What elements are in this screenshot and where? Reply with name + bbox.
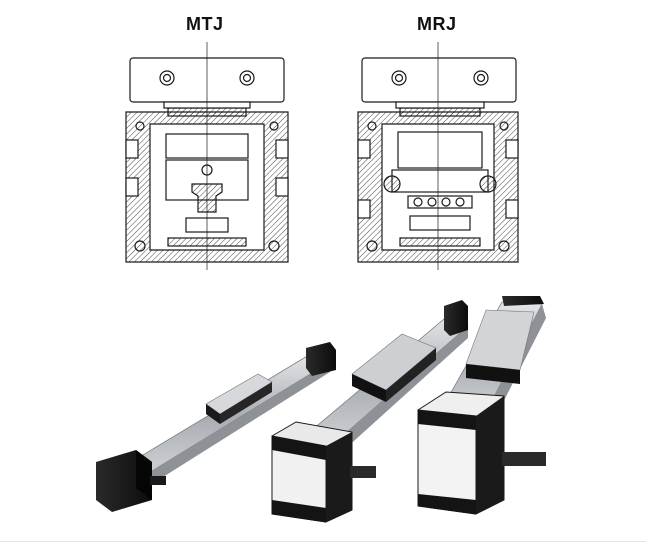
actuator-medium [271, 300, 469, 523]
divider-line [0, 541, 646, 542]
mtj-label: MTJ [186, 14, 224, 34]
mtj-cross-section [125, 42, 289, 270]
mrj-cross-section [357, 42, 519, 270]
actuator-small [96, 342, 336, 512]
mrj-label: MRJ [417, 14, 457, 34]
actuator-large [417, 296, 546, 515]
